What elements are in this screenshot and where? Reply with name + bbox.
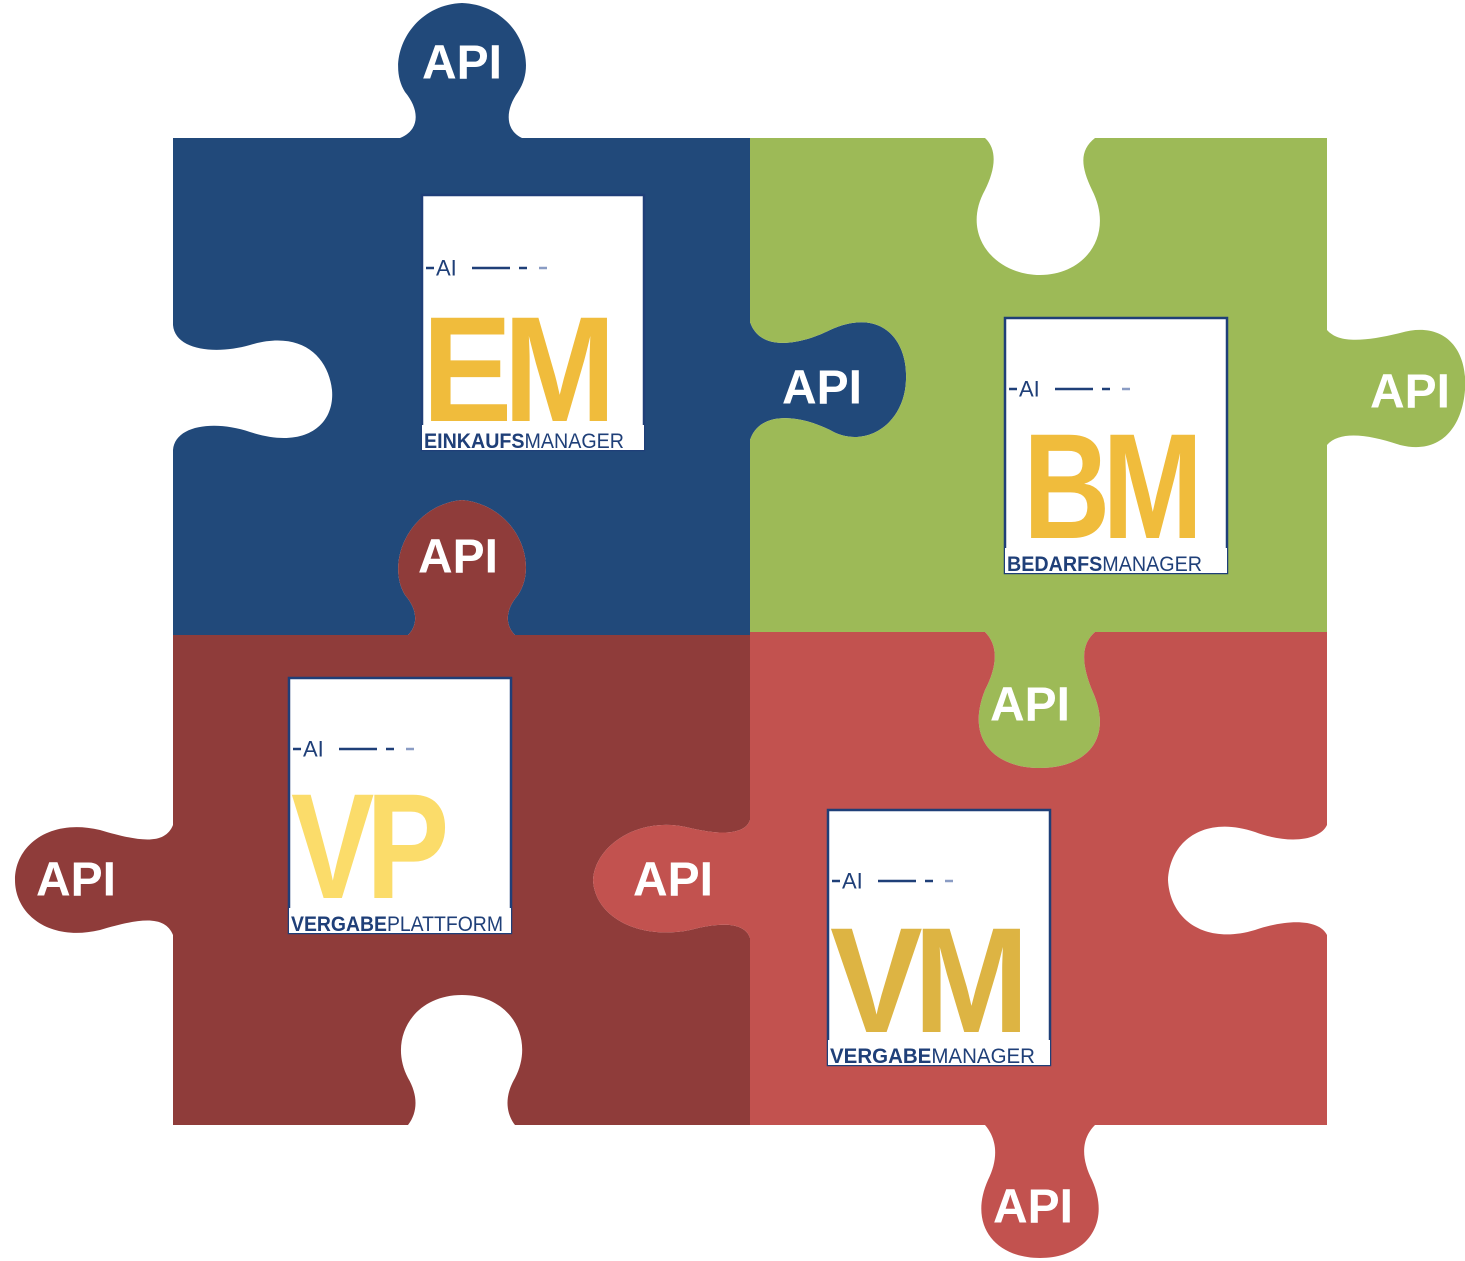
em-name-light: MANAGER [525, 430, 624, 453]
svg-text:EINKAUFSMANAGER: EINKAUFSMANAGER [424, 430, 624, 453]
api-label-top: API [422, 37, 502, 90]
bm-name-light: MANAGER [1102, 553, 1202, 576]
api-label-red-bottom: API [993, 1181, 1073, 1234]
svg-text:BEDARFSMANAGER: BEDARFSMANAGER [1007, 553, 1202, 576]
vp-mark: VP [291, 762, 445, 930]
vp-ai-label: AI [303, 737, 324, 762]
api-label-dark-red-top: API [418, 531, 498, 584]
em-ai-label: AI [436, 256, 457, 281]
vp-name-light: PLATTFORM [387, 913, 503, 936]
api-label-green-bottom: API [990, 679, 1070, 732]
einkaufsmanager-logo: AI EM EINKAUFSMANAGER [420, 193, 646, 453]
api-label-dark-red-left: API [36, 854, 116, 907]
vergabemanager-logo: AI VM VERGABEMANAGER [826, 808, 1052, 1068]
vm-ai-label: AI [842, 869, 863, 894]
svg-text:VERGABEPLATTFORM: VERGABEPLATTFORM [291, 913, 503, 936]
vm-name-light: MANAGER [931, 1045, 1035, 1068]
vm-mark: VM [830, 896, 1020, 1064]
svg-text:VERGABEMANAGER: VERGABEMANAGER [830, 1045, 1035, 1068]
vp-name-bold: VERGABE [291, 913, 387, 936]
em-name-bold: EINKAUFS [424, 430, 525, 453]
bm-name-bold: BEDARFS [1007, 553, 1102, 576]
api-label-blue-right: API [782, 362, 862, 415]
bedarfsmanager-logo: AI BM BEDARFSMANAGER [1003, 316, 1229, 576]
bm-mark: BM [1023, 402, 1195, 570]
api-label-green-right: API [1370, 366, 1450, 419]
api-label-red-left: API [633, 854, 713, 907]
vm-name-bold: VERGABE [830, 1045, 931, 1068]
vergabeplattform-logo: AI VP VERGABEPLATTFORM [287, 676, 513, 936]
bm-ai-label: AI [1019, 377, 1040, 402]
